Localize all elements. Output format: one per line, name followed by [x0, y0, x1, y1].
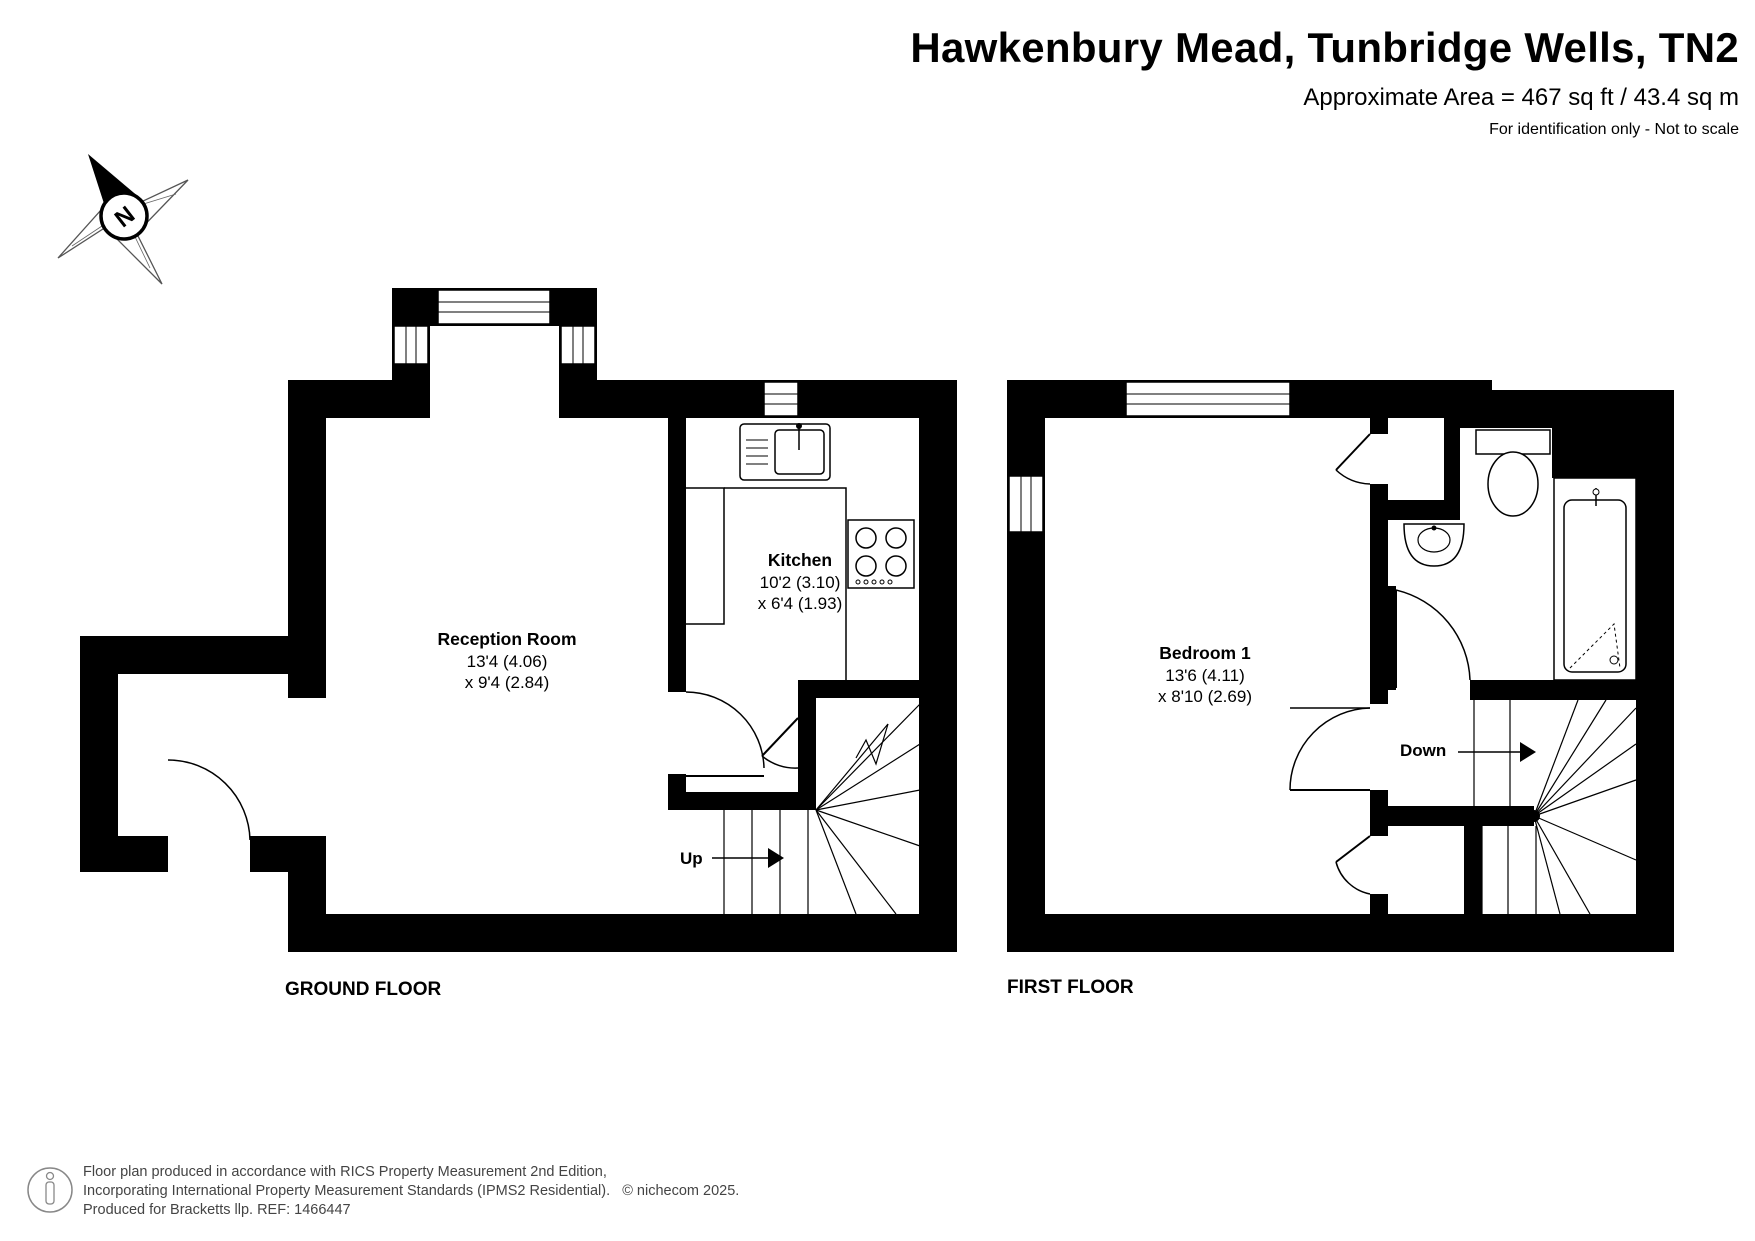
page-title: Hawkenbury Mead, Tunbridge Wells, TN2	[910, 24, 1739, 71]
footer-line-2: Incorporating International Property Mea…	[83, 1183, 611, 1199]
person-logo-icon	[27, 1167, 73, 1213]
room-dim-reception-2: x 9'4 (2.84)	[465, 673, 550, 692]
footer-line-3: Produced for Bracketts llp. REF: 1466447	[83, 1202, 351, 1218]
bath-icon	[1553, 477, 1637, 681]
room-name-bedroom-1: Bedroom 1	[1159, 643, 1251, 663]
stairs-up-label: Up	[680, 849, 703, 868]
room-name-reception: Reception Room	[437, 629, 576, 649]
footer-copyright: © nichecom 2025.	[622, 1183, 740, 1199]
first-floor-stairs	[1458, 699, 1637, 915]
first-floor-label: FIRST FLOOR	[1007, 977, 1134, 998]
footer-line-2-row: Incorporating International Property Mea…	[83, 1182, 739, 1201]
scale-note: For identification only - Not to scale	[1489, 121, 1739, 138]
room-dim-reception-1: 13'4 (4.06)	[467, 652, 548, 671]
room-dim-kitchen-1: 10'2 (3.10)	[760, 573, 841, 592]
first-floor-plan: Bedroom 1 13'6 (4.11) x 8'10 (2.69) Down…	[1007, 380, 1674, 998]
compass-icon: N	[57, 154, 189, 285]
hob-icon	[847, 519, 915, 589]
basin-icon	[1403, 523, 1465, 567]
ground-floor-stairs	[712, 703, 921, 915]
footer-line-1: Floor plan produced in accordance with R…	[83, 1164, 607, 1180]
approximate-area: Approximate Area = 467 sq ft / 43.4 sq m	[1303, 84, 1739, 111]
footer-notes: Floor plan produced in accordance with R…	[83, 1163, 739, 1220]
room-dim-bedroom-1-2: x 8'10 (2.69)	[1158, 687, 1252, 706]
room-dim-bedroom-1-1: 13'6 (4.11)	[1165, 666, 1244, 685]
kitchen-sink-icon	[739, 423, 831, 481]
room-dim-kitchen-2: x 6'4 (1.93)	[758, 594, 843, 613]
room-name-kitchen: Kitchen	[768, 550, 832, 570]
ground-floor-plan: Reception Room 13'4 (4.06) x 9'4 (2.84) …	[80, 288, 957, 1000]
toilet-icon	[1475, 429, 1551, 517]
ground-floor-label: GROUND FLOOR	[285, 979, 441, 1000]
stairs-down-label: Down	[1400, 741, 1446, 760]
